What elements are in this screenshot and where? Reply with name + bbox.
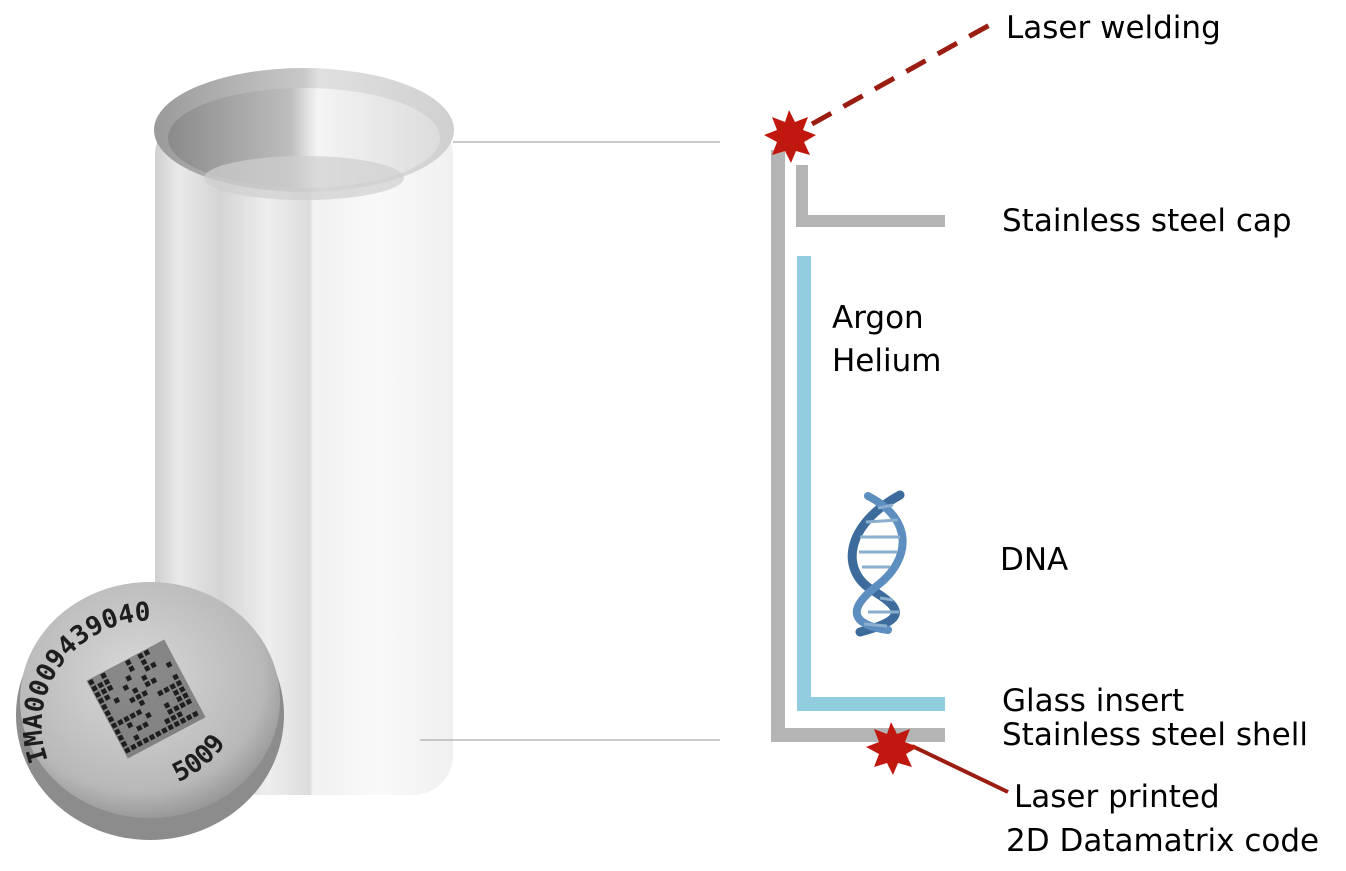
datamatrix-cell [133,734,140,741]
stainless-steel-cap [796,165,945,227]
datamatrix-cell [178,685,186,693]
datamatrix-cell [148,733,156,741]
datamatrix-cell [143,649,151,657]
label-dna: DNA [1000,542,1069,578]
datamatrix-cell [144,680,152,688]
datamatrix-cell [163,686,170,694]
datamatrix-cell [138,699,146,707]
datamatrix-cell [97,681,105,689]
datamatrix-cell [126,721,134,729]
datamatrix-cell [122,684,130,692]
datamatrix-cell [142,721,149,729]
datamatrix-cell [120,740,128,748]
datamatrix-cell [167,723,175,731]
datamatrix-cell [100,703,108,711]
datamatrix-cell [176,711,184,718]
datamatrix-cell [104,709,112,717]
datamatrix-cell [117,718,124,726]
label-laser-printed: Laser printed [1014,779,1220,815]
datamatrix-cell [113,697,121,704]
datamatrix-cell [142,737,150,744]
datamatrix-cell [150,677,158,685]
engraved-cap-photo: IMA0009439040 5009 [16,582,284,840]
datamatrix-cell [182,692,189,699]
datamatrix-cell [130,743,137,751]
datamatrix-cell [131,687,139,694]
datamatrix-cell [169,683,177,690]
datamatrix-cell [143,664,151,672]
tube-bottom-inner [204,156,404,200]
datamatrix-cell [106,684,114,692]
datamatrix-cell [175,679,183,687]
datamatrix-cell [129,696,136,704]
datamatrix-cell [173,704,180,712]
datamatrix-cell [165,661,173,669]
datamatrix-code [86,639,206,759]
datamatrix-cell [117,734,125,742]
label-laser-welding: Laser welding [1006,10,1221,46]
datamatrix-cell [135,724,143,732]
datamatrix-cell [103,678,111,686]
datamatrix-cell [179,701,186,709]
printing-burst-icon [866,722,918,775]
datamatrix-cell [100,687,108,695]
datamatrix-cell [107,715,115,723]
label-stainless-steel-cap: Stainless steel cap [1002,203,1292,239]
datamatrix-cell [163,702,171,709]
datamatrix-cell [166,708,174,715]
datamatrix-cell [157,689,164,697]
label-argon: Argon [832,300,924,336]
datamatrix-cell [125,674,133,682]
datamatrix-cell [123,715,130,723]
datamatrix-cell [175,695,183,703]
datamatrix-cell [172,689,180,697]
datamatrix-cell [94,691,102,698]
datamatrix-cell [128,665,135,673]
datamatrix-cell [185,713,193,721]
laser-printing-beam [911,744,1009,794]
label-datamatrix-code: 2D Datamatrix code [1006,823,1320,859]
datamatrix-cell [91,685,98,692]
datamatrix-cell [114,728,121,736]
datamatrix-cell [140,674,148,682]
datamatrix-cell [173,720,181,728]
datamatrix-cell [145,711,152,719]
datamatrix-cell [141,690,149,697]
label-glass-insert: Glass insert [1002,683,1185,719]
datamatrix-cell [100,672,107,680]
label-helium: Helium [832,343,942,379]
datamatrix-cell [135,693,142,701]
datamatrix-cell [163,717,171,725]
datamatrix-cell [140,658,148,666]
dna-helix-icon [847,490,907,637]
datamatrix-cell [179,717,187,725]
datamatrix-cell [129,712,137,720]
datamatrix-cell [110,722,118,729]
datamatrix-cell [87,678,95,686]
datamatrix-cell [172,673,180,681]
glass-insert [797,256,945,711]
datamatrix-cell [137,652,145,660]
datamatrix-cell [123,746,131,754]
datamatrix-cell [150,661,157,669]
datamatrix-cell [124,659,132,666]
datamatrix-cell [136,740,144,748]
datamatrix-cell [135,708,143,716]
laser-welding-beam [810,19,997,127]
datamatrix-cell [161,727,168,734]
datamatrix-cell [185,698,193,706]
datamatrix-cell [191,710,199,718]
datamatrix-cell [154,730,162,738]
label-stainless-steel-shell: Stainless steel shell [1002,717,1308,753]
datamatrix-cell [103,694,111,701]
datamatrix-cell [97,697,105,705]
welding-burst-icon [764,110,816,163]
datamatrix-cell [170,714,177,722]
